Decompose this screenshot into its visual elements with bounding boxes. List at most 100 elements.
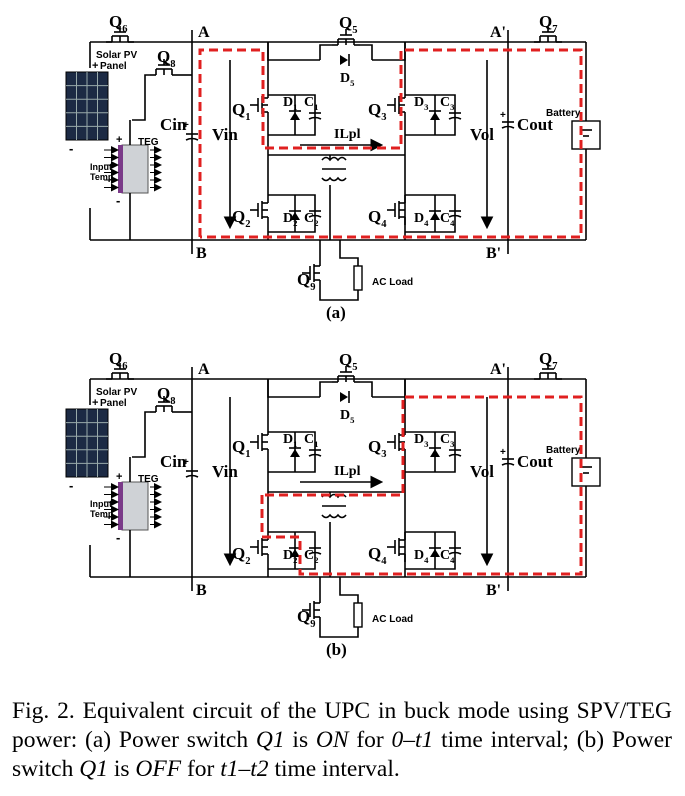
d2c2-frame: [268, 531, 316, 570]
d5-diode: [340, 54, 350, 66]
panel-label: Panel: [100, 398, 127, 409]
d2-label: D2: [283, 548, 297, 565]
cap-plate: [448, 116, 462, 120]
q8-label: Q8: [157, 384, 176, 407]
c3-capacitor: [448, 112, 462, 120]
q3-label: Q3: [368, 100, 387, 123]
teg-minus: -: [116, 193, 120, 208]
cap-plate: [448, 551, 462, 555]
q4-label: Q4: [368, 544, 387, 567]
cin-capacitor: [185, 470, 199, 478]
cout-capacitor: [501, 458, 515, 466]
c1-label: C1: [304, 432, 318, 449]
cap-plate: [501, 125, 515, 129]
cout-plus: +: [500, 110, 506, 121]
cap-plate: [185, 474, 199, 478]
c3-label: C3: [440, 95, 455, 112]
d1c1-frame: [268, 431, 316, 473]
d4-diode: [429, 210, 441, 220]
teg-label: TEG: [138, 137, 159, 148]
diode-body: [430, 549, 440, 557]
cin-plus: +: [183, 120, 189, 131]
vol-label: Vol: [470, 462, 494, 481]
diode-body: [430, 212, 440, 220]
q1-label: Q1: [232, 437, 251, 460]
teg-minus: -: [116, 530, 120, 545]
inductor-transformer: [321, 493, 347, 519]
caption-t1: 0–t1: [391, 727, 434, 753]
q9-switch: [302, 258, 321, 288]
q8-switch: [150, 396, 178, 413]
diode-body: [290, 449, 300, 457]
q5-switch: [332, 366, 360, 383]
q4-switch: [387, 195, 406, 225]
inductor-coil-bot: [321, 513, 347, 519]
solar-pv-label: Solar PV: [96, 387, 137, 398]
c1-capacitor: [308, 112, 322, 120]
q5-lead2: [360, 44, 373, 60]
vin-label: Vin: [212, 125, 238, 144]
ilpl-label: ILpl: [334, 127, 361, 142]
q7-label: Q7: [539, 349, 558, 372]
cin-label: Cin: [160, 115, 187, 134]
caption-q1-off: Q1: [79, 756, 108, 782]
diode-body: [430, 112, 440, 120]
q5-wire-left: [267, 379, 320, 398]
caption-mid: time interval; (b) Power switch: [12, 727, 672, 782]
solar-pv-label: Solar PV: [96, 50, 137, 61]
current-path-a: [198, 48, 583, 239]
caption-on: ON: [315, 727, 349, 753]
q5-label: Q5: [339, 13, 358, 36]
d2-diode: [289, 210, 301, 220]
q4-label: Q4: [368, 207, 387, 230]
panel-sublabel: (b): [326, 640, 347, 659]
figure-caption: Fig. 2. Equivalent circuit of the UPC in…: [12, 697, 672, 784]
vin-label: Vin: [212, 462, 238, 481]
d3-label: D3: [414, 432, 429, 449]
ac-load-resistor: [353, 602, 363, 628]
q5-switch: [332, 29, 360, 46]
q1-switch: [250, 427, 269, 457]
q9-switch: [302, 595, 321, 625]
q5-wire-right: [372, 379, 406, 398]
cout-plus: +: [500, 447, 506, 458]
q8-label: Q8: [157, 47, 176, 70]
q9-label: Q9: [297, 607, 316, 630]
q8-wire: [132, 411, 150, 458]
d3c3-frame: [405, 94, 456, 136]
ac-load-wire: [319, 577, 359, 638]
c1-capacitor: [308, 449, 322, 457]
solar-panel-icon: [65, 408, 109, 478]
teg-input-label: Input: [90, 499, 112, 509]
cap-plate: [308, 551, 322, 555]
q9-label: Q9: [297, 270, 316, 293]
teg-label: TEG: [138, 474, 159, 485]
q2-label: Q2: [232, 207, 251, 230]
battery-label: Battery: [546, 108, 581, 119]
ac-load-label: AC Load: [372, 614, 413, 625]
inductor-transformer: [321, 156, 347, 182]
node-a-label: A: [198, 361, 210, 378]
d5-body: [340, 55, 348, 65]
teg-module-icon: [104, 144, 162, 194]
c4-label: C4: [440, 548, 455, 565]
cap-plate: [448, 453, 462, 457]
caption-off: OFF: [135, 756, 182, 782]
d3c3-frame: [405, 431, 456, 473]
q2-label: Q2: [232, 544, 251, 567]
node-b-label: B: [196, 245, 207, 262]
node-a2-label: A': [490, 24, 506, 41]
inductor-coil-top: [321, 156, 347, 162]
d2-label: D2: [283, 211, 297, 228]
q5-lead: [319, 44, 332, 60]
cap-plate: [448, 214, 462, 218]
q7-switch: [534, 26, 562, 43]
caption-t2: t1–t2: [220, 756, 269, 782]
pv-minus: -: [69, 141, 73, 156]
cap-plate: [308, 116, 322, 120]
caption-is-2: is: [107, 756, 136, 782]
teg-hot-side: [118, 145, 123, 193]
pv-minus: -: [69, 478, 73, 493]
q6-switch: [106, 363, 134, 380]
d1c1-frame: [268, 94, 316, 136]
